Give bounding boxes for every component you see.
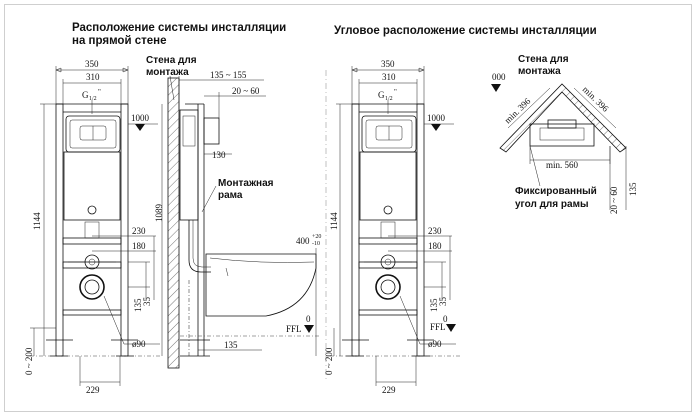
fixed-angle-label-line1: Фиксированный: [515, 186, 597, 197]
dim-g-fraction: 1/2: [89, 96, 97, 102]
corner-frame: [529, 123, 595, 147]
dim-20-60: 20 ~ 60: [232, 86, 260, 96]
dim-35-right: 35: [438, 297, 448, 307]
front-view-left: 350 310 G 1/2 " 1000 1144 0 ~ 200: [24, 59, 160, 395]
frame-label-line1: Монтажная: [218, 178, 274, 189]
dim-350-right: 350: [381, 59, 395, 69]
corner-walls: [499, 83, 627, 153]
toilet-bowl: [205, 253, 317, 317]
dim-g-inch: ": [98, 88, 101, 96]
front-view-right: 350 310 G 1/2 " 1000 1144 0 ~ 200 230 18…: [324, 59, 460, 395]
dim-135-right: 135: [429, 298, 439, 312]
dim-g-thread: G: [82, 90, 89, 100]
dim-135-bottom: 135: [224, 340, 238, 350]
ffl-zero: 0: [306, 314, 311, 324]
ffl-zero-right: 0: [443, 314, 448, 324]
side-view: Стена для монтажа 135 ~ 155 20 ~ 60 130 …: [146, 55, 321, 369]
dim-229-right: 229: [382, 385, 396, 395]
mark-1000-right: 1000: [427, 113, 446, 123]
wall-label-line1: Стена для: [146, 55, 197, 66]
dim-229: 229: [86, 385, 100, 395]
dim-g-thread-right: G: [378, 90, 385, 100]
dim-180: 180: [132, 241, 146, 251]
cistern-right: [359, 151, 417, 221]
ffl-label: FFL: [286, 324, 302, 334]
dim-0-200-right: 0 ~ 200: [324, 347, 334, 375]
dim-400-tol-plus: +20: [312, 234, 321, 240]
ffl-label-right: FFL: [430, 322, 446, 332]
drain-outlet: [79, 274, 105, 300]
frame-label-line2: рама: [218, 190, 243, 201]
level-mark-000: [491, 84, 501, 92]
dim-1089: 1089: [154, 204, 164, 223]
corner-wall-label-line1: Стена для: [518, 54, 569, 65]
drain-outlet-right: [375, 274, 401, 300]
dim-400-tol-minus: -10: [312, 241, 320, 247]
dim-0-200: 0 ~ 200: [24, 347, 34, 375]
dim-135-155: 135 ~ 155: [210, 70, 247, 80]
ffl-mark: [304, 325, 314, 333]
title-straight-wall-line1: Расположение системы инсталляции: [72, 22, 287, 34]
fixed-angle-label-line2: угол для рамы: [515, 199, 589, 210]
title-straight-wall-line2: на прямой стене: [72, 35, 167, 47]
mounting-wall: [167, 77, 180, 369]
dim-phi90: ø90: [132, 339, 146, 349]
dim-g-inch-right: ": [394, 88, 397, 96]
dim-130: 130: [212, 150, 226, 160]
dim-350: 350: [85, 59, 99, 69]
dim-230: 230: [132, 226, 146, 236]
cistern: [63, 151, 121, 221]
dim-phi90-right: ø90: [428, 339, 442, 349]
corner-top-view: 000 Стена для монтажа min. 396 min. 396 …: [491, 54, 638, 214]
dim-230-right: 230: [428, 226, 442, 236]
dim-g-fraction-right: 1/2: [385, 96, 393, 102]
dim-min560: min. 560: [546, 160, 579, 170]
mark-1000: 1000: [131, 113, 150, 123]
dim-180-right: 180: [428, 241, 442, 251]
frame-post-right: [120, 103, 129, 357]
dim-corner-135: 135: [628, 182, 638, 196]
flush-plate-side: [203, 117, 220, 145]
dim-1144: 1144: [32, 212, 42, 230]
dim-1144-right: 1144: [329, 212, 339, 230]
mark-000: 000: [492, 72, 506, 82]
corner-wall-label-line2: монтажа: [518, 66, 561, 77]
dim-135: 135: [133, 298, 143, 312]
title-corner: Угловое расположение системы инсталляции: [334, 25, 597, 37]
dim-35: 35: [142, 297, 152, 307]
frame-border: [4, 4, 692, 412]
ffl-mark-right: [446, 324, 456, 332]
dim-corner-20-60: 20 ~ 60: [609, 186, 619, 214]
cistern-side: [179, 109, 199, 221]
level-mark-1000: [135, 124, 145, 131]
dim-400: 400: [296, 236, 310, 246]
dim-310-right: 310: [382, 72, 396, 82]
frame-post-left: [55, 103, 64, 357]
dim-310: 310: [86, 72, 100, 82]
wall-label-line2: монтажа: [146, 67, 189, 78]
